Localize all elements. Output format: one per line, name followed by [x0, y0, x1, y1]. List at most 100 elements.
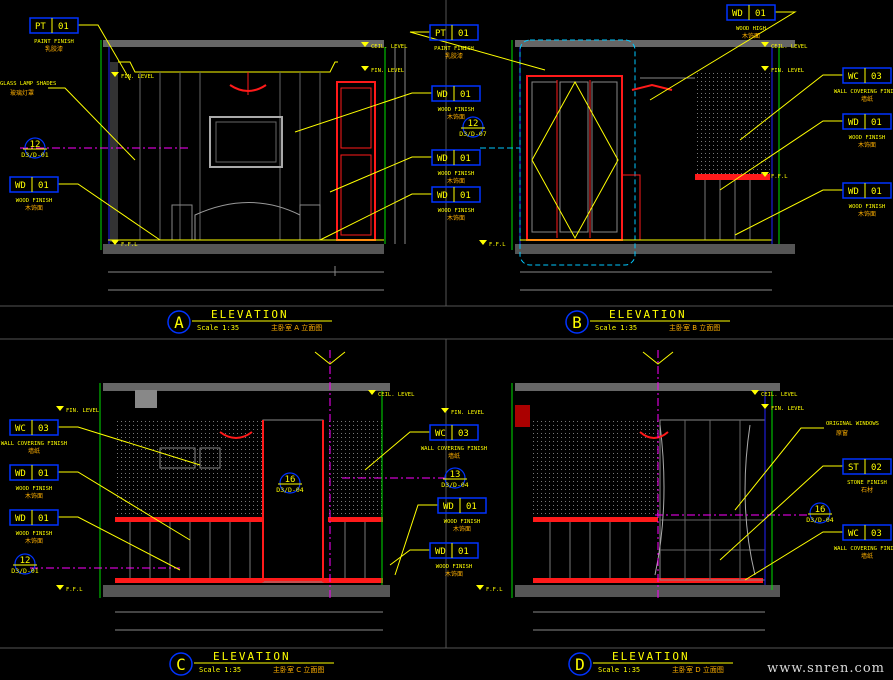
tag-subtitle: 木饰面: [445, 570, 463, 578]
tag-description: WOOD FINISH: [16, 198, 52, 204]
tag-description: WOOD FINISH: [849, 135, 885, 141]
tag-code: WD: [435, 547, 446, 557]
tag-code: WC: [848, 72, 859, 82]
tag-number: 01: [460, 90, 471, 100]
tag-number: 02: [871, 463, 882, 473]
tag-code: WD: [15, 514, 26, 524]
tag-number: 03: [38, 424, 49, 434]
elevation-title: ELEVATION: [609, 308, 687, 321]
tag-subtitle: 乳胶漆: [45, 45, 63, 53]
elevation-subtitle: 主卧室 A 立面图: [271, 323, 322, 332]
tag-code: WC: [848, 529, 859, 539]
tag-subtitle: 木饰面: [447, 177, 465, 185]
level-label: FIN. LEVEL: [66, 408, 100, 414]
section-number: 12: [20, 556, 31, 566]
tag-code: WD: [443, 502, 454, 512]
note-text: ORIGINAL WINDOWS: [826, 421, 879, 427]
tag-code: WD: [732, 9, 743, 19]
level-label: CEIL. LEVEL: [771, 44, 808, 50]
tag-subtitle: 木饰面: [858, 141, 876, 149]
tag-description: WALL COVERING FINISH: [834, 89, 893, 95]
elevation-letter: A: [174, 313, 184, 332]
tag-subtitle: 墙纸: [861, 552, 873, 560]
level-label: CEIL. LEVEL: [378, 392, 415, 398]
level-label: FIN. LEVEL: [771, 68, 805, 74]
tag-code: WD: [15, 181, 26, 191]
elevation-title: ELEVATION: [211, 308, 289, 321]
tag-subtitle: 木饰面: [858, 210, 876, 218]
tag-description: WOOD FINISH: [438, 107, 474, 113]
tag-subtitle: 墙纸: [861, 95, 873, 103]
section-markers: 12D3/D-0112D3/D-0712D3/D-0113D3/D-0416D3…: [11, 116, 834, 575]
level-marker: FIN. LEVEL: [56, 406, 100, 414]
level-marker: FIN. LEVEL: [441, 408, 485, 416]
level-marker: FIN. LEVEL: [761, 404, 805, 412]
watermark: www.snren.com: [767, 661, 885, 676]
tag-description: PAINT FINISH: [434, 46, 474, 52]
section-reference: D3/D-04: [441, 481, 468, 489]
level-marker: F.F.L: [56, 585, 83, 593]
level-label: F.F.L: [121, 242, 138, 248]
elevation-c-drawing: [30, 350, 445, 631]
tag-number: 01: [38, 181, 49, 191]
tag-description: WOOD FINISH: [436, 564, 472, 570]
tag-subtitle: 石材: [861, 486, 873, 494]
tag-code: WD: [437, 154, 448, 164]
level-label: CEIL. LEVEL: [761, 392, 798, 398]
tag-code: WC: [15, 424, 26, 434]
elevation-scale: Scale 1:35: [199, 666, 241, 674]
level-marker: F.F.L: [111, 240, 138, 248]
tag-code: WD: [15, 469, 26, 479]
tag-subtitle: 木饰面: [25, 537, 43, 545]
level-marker: F.F.L: [761, 172, 788, 180]
elevation-letter: C: [176, 655, 186, 674]
level-marker: FIN. LEVEL: [111, 72, 155, 80]
level-marker: FIN. LEVEL: [361, 66, 405, 74]
level-marker: FIN. LEVEL: [761, 66, 805, 74]
section-number: 12: [468, 119, 479, 129]
tag-description: WOOD FINISH: [444, 519, 480, 525]
level-marker: CEIL. LEVEL: [751, 390, 798, 398]
tag-description: WOOD FINISH: [438, 171, 474, 177]
tag-subtitle: 木饰面: [447, 113, 465, 121]
tag-number: 01: [460, 154, 471, 164]
tag-description: WOOD FINISH: [849, 204, 885, 210]
tag-number: 01: [38, 469, 49, 479]
level-marker: F.F.L: [476, 585, 503, 593]
tag-subtitle: 墙纸: [28, 447, 40, 455]
tag-number: 01: [58, 22, 69, 32]
level-label: FIN. LEVEL: [371, 68, 405, 74]
level-label: F.F.L: [489, 242, 506, 248]
tag-description: WALL COVERING FINISH: [1, 441, 67, 447]
tag-subtitle: 木饰面: [447, 214, 465, 222]
sheet-grid: [0, 0, 893, 649]
tag-subtitle: 乳胶漆: [445, 52, 463, 60]
elevation-title: ELEVATION: [213, 650, 291, 663]
level-label: CEIL. LEVEL: [371, 44, 408, 50]
tag-number: 01: [38, 514, 49, 524]
tag-description: WOOD FINISH: [438, 208, 474, 214]
tag-code: WD: [437, 90, 448, 100]
tag-description: WOOD FINISH: [16, 486, 52, 492]
section-reference: D3/D-01: [21, 151, 48, 159]
elevation-scale: Scale 1:35: [197, 324, 239, 332]
